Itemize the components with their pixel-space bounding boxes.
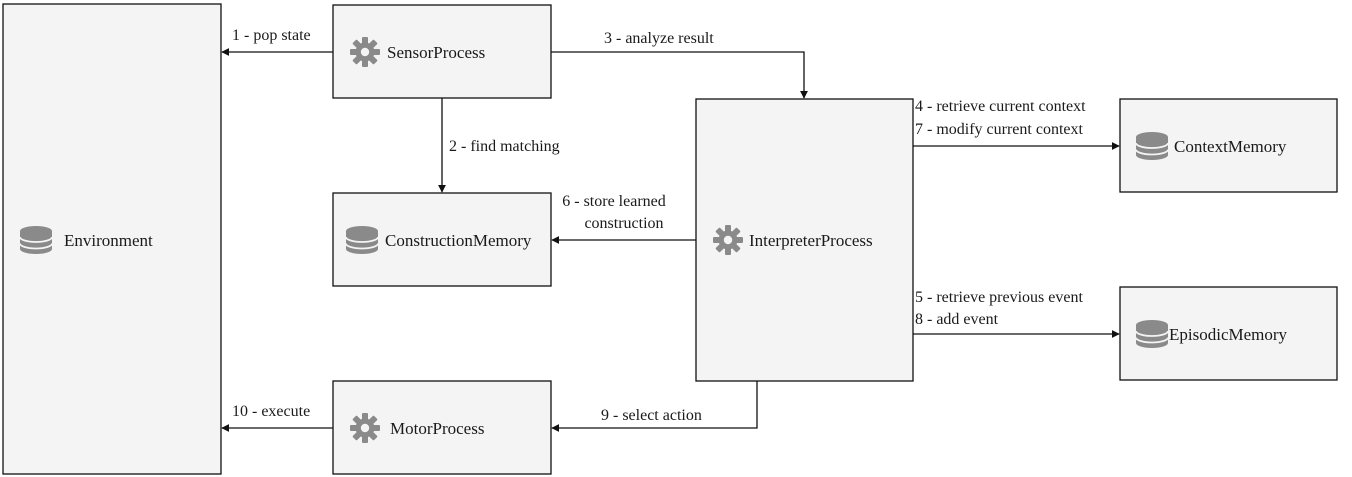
node-environment[interactable]: Environment — [2, 3, 222, 475]
gear-icon — [713, 225, 743, 255]
node-sensor-process[interactable]: SensorProcess — [332, 4, 552, 99]
motor-process-label: MotorProcess — [390, 419, 484, 438]
edge-label-execute: 10 - execute — [232, 403, 310, 420]
episodic-memory-label: EpisodicMemory — [1169, 325, 1288, 344]
edge-label-select-action: 9 - select action — [601, 407, 702, 424]
edge-label-analyze-result: 3 - analyze result — [604, 30, 714, 47]
node-context-memory[interactable]: ContextMemory — [1119, 98, 1338, 193]
database-icon — [345, 225, 379, 255]
gear-icon — [350, 37, 380, 67]
edge-analyze-result: 3 - analyze result — [551, 30, 808, 99]
edge-label-retrieve-event: 5 - retrieve previous event — [915, 289, 1083, 306]
database-icon — [1135, 131, 1169, 161]
edge-label-find-matching: 2 - find matching — [449, 138, 560, 155]
edge-pop-state: 1 - pop state — [221, 27, 333, 56]
construction-memory-label: ConstructionMemory — [385, 231, 532, 250]
node-episodic-memory[interactable]: EpisodicMemory — [1119, 286, 1338, 381]
edge-label-retrieve-context: 4 - retrieve current context — [915, 98, 1086, 115]
edge-label-pop-state: 1 - pop state — [232, 27, 311, 44]
edge-label-construction: construction — [584, 215, 663, 232]
edge-label-add-event: 8 - add event — [915, 311, 999, 328]
environment-label: Environment — [64, 231, 153, 250]
edge-find-matching: 2 - find matching — [438, 98, 560, 193]
edge-execute: 10 - execute — [221, 403, 333, 432]
edge-context: 4 - retrieve current context 7 - modify … — [913, 98, 1120, 150]
node-interpreter-process[interactable]: InterpreterProcess — [695, 98, 914, 382]
edge-select-action: 9 - select action — [551, 381, 758, 432]
database-icon — [19, 225, 53, 255]
edge-label-modify-context: 7 - modify current context — [915, 121, 1084, 138]
interpreter-process-label: InterpreterProcess — [749, 231, 873, 250]
edge-store-learned: 6 - store learned construction — [551, 193, 696, 244]
database-icon — [1135, 319, 1169, 349]
context-memory-label: ContextMemory — [1174, 137, 1287, 156]
node-motor-process[interactable]: MotorProcess — [332, 380, 552, 475]
sensor-process-label: SensorProcess — [387, 43, 485, 62]
node-construction-memory[interactable]: ConstructionMemory — [332, 192, 552, 287]
edge-episodic: 5 - retrieve previous event 8 - add even… — [913, 289, 1120, 338]
gear-icon — [350, 413, 380, 443]
edge-label-store-learned: 6 - store learned — [562, 193, 666, 210]
